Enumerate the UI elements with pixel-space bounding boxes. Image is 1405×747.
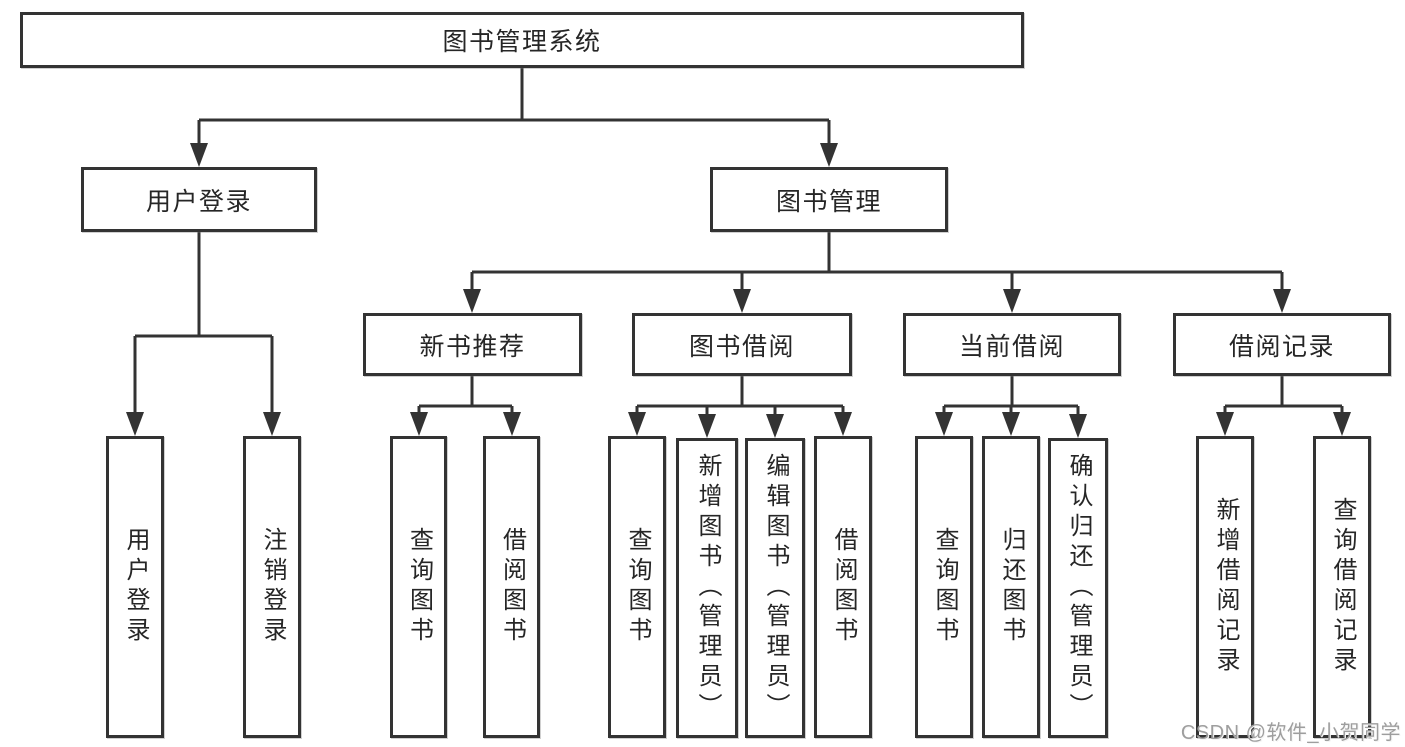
- arrowhead-down-icon: [126, 412, 144, 436]
- leaf-borrow-edit-books-admin: 编辑图书（管理员）: [745, 438, 805, 738]
- leaf-borrow-lend-books: 借阅图书: [814, 436, 872, 738]
- node-user-login: 用户登录: [81, 167, 317, 232]
- leaf-borrow-add-books-admin: 新增图书（管理员）: [676, 438, 738, 738]
- leaf-recommend-borrow-books: 借阅图书: [483, 436, 540, 738]
- node-borrow-records: 借阅记录: [1173, 313, 1391, 376]
- arrowhead-down-icon: [1216, 412, 1234, 436]
- arrowhead-down-icon: [935, 412, 953, 436]
- arrowhead-down-icon: [820, 143, 838, 167]
- arrowhead-down-icon: [698, 414, 716, 438]
- leaf-current-confirm-return-admin: 确认归还（管理员）: [1048, 438, 1108, 738]
- arrowhead-down-icon: [190, 143, 208, 167]
- leaf-borrow-query-books: 查询图书: [608, 436, 666, 738]
- arrowhead-down-icon: [1002, 412, 1020, 436]
- node-book-borrow: 图书借阅: [632, 313, 852, 376]
- arrowhead-down-icon: [628, 412, 646, 436]
- node-current-borrow: 当前借阅: [903, 313, 1121, 376]
- leaf-user-login: 用户登录: [106, 436, 164, 738]
- leaf-history-query-record: 查询借阅记录: [1313, 436, 1371, 738]
- arrowhead-down-icon: [503, 412, 521, 436]
- csdn-watermark: CSDN @软件_小贺同学: [1180, 722, 1401, 744]
- arrowhead-down-icon: [834, 412, 852, 436]
- arrowhead-down-icon: [733, 289, 751, 313]
- arrowhead-down-icon: [263, 412, 281, 436]
- arrowhead-down-icon: [766, 414, 784, 438]
- arrowhead-down-icon: [1003, 289, 1021, 313]
- node-new-book-recommend: 新书推荐: [363, 313, 582, 376]
- node-root: 图书管理系统: [20, 12, 1024, 68]
- leaf-current-return-books: 归还图书: [982, 436, 1040, 738]
- arrowhead-down-icon: [1069, 414, 1087, 438]
- leaf-recommend-query-books: 查询图书: [390, 436, 447, 738]
- leaf-logout: 注销登录: [243, 436, 301, 738]
- arrowhead-down-icon: [1273, 289, 1291, 313]
- leaf-current-query-books: 查询图书: [915, 436, 973, 738]
- node-book-management: 图书管理: [710, 167, 948, 232]
- arrowhead-down-icon: [410, 412, 428, 436]
- arrowhead-down-icon: [463, 289, 481, 313]
- arrowhead-down-icon: [1333, 412, 1351, 436]
- leaf-history-add-record: 新增借阅记录: [1196, 436, 1254, 738]
